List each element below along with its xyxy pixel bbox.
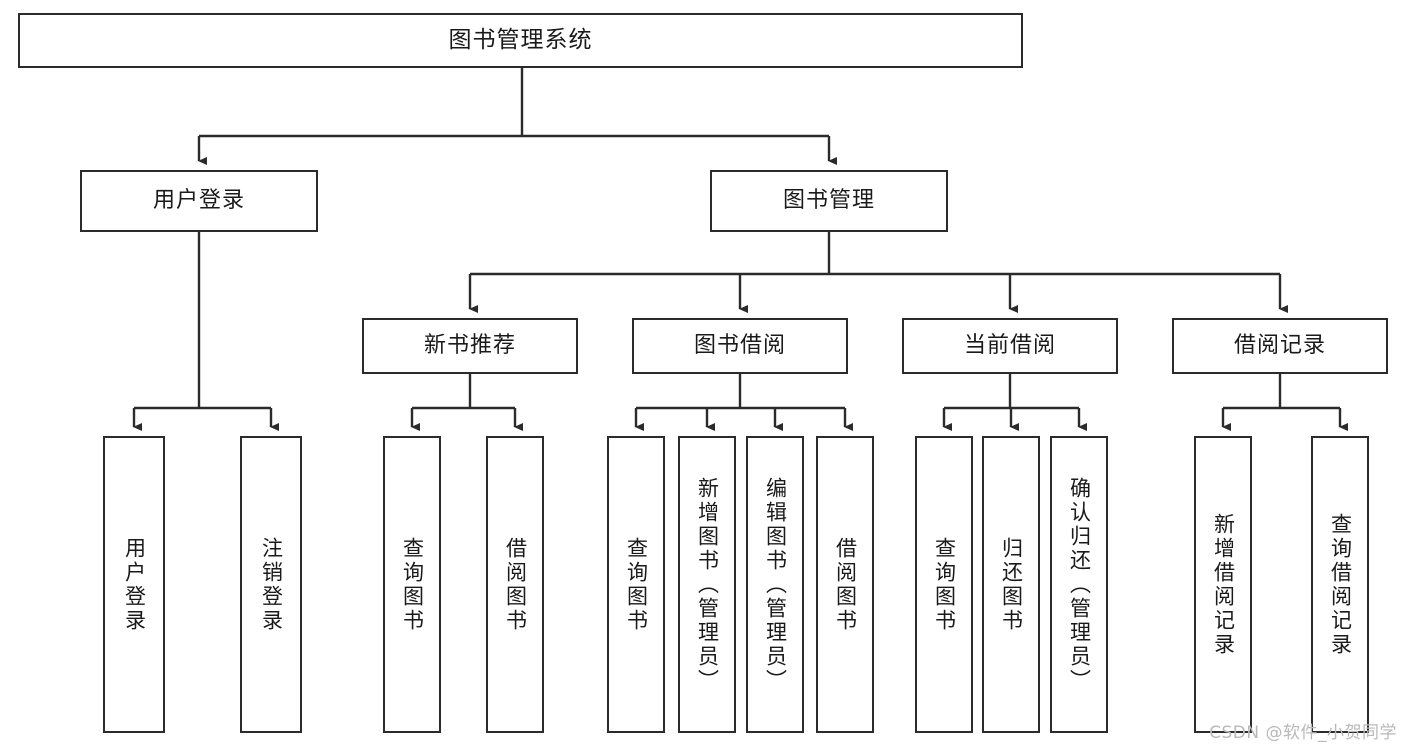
- node-book-management[interactable]: 图书管理: [710, 170, 948, 232]
- node-leaf-user-logout-label: 注销登录: [259, 536, 284, 633]
- node-leaf-edit-book-label: 编辑图书（管理员）: [763, 476, 788, 693]
- node-new-book-recommend-label: 新书推荐: [423, 332, 516, 358]
- node-leaf-borrow-book-1-label: 借阅图书: [503, 536, 528, 633]
- node-leaf-query-record[interactable]: 查询借阅记录: [1311, 436, 1369, 733]
- node-book-management-label: 图书管理: [782, 187, 875, 213]
- node-root-label: 图书管理系统: [448, 26, 593, 53]
- node-leaf-return-book-label: 归还图书: [999, 536, 1024, 633]
- node-leaf-edit-book[interactable]: 编辑图书（管理员）: [746, 436, 804, 733]
- node-leaf-query-record-label: 查询借阅记录: [1328, 512, 1353, 657]
- node-root[interactable]: 图书管理系统: [18, 13, 1023, 68]
- node-book-borrow-label: 图书借阅: [693, 332, 786, 358]
- node-current-borrow[interactable]: 当前借阅: [902, 318, 1118, 374]
- node-leaf-add-record-label: 新增借阅记录: [1211, 512, 1236, 657]
- node-leaf-query-book-3-label: 查询图书: [932, 536, 957, 633]
- node-borrow-record-label: 借阅记录: [1233, 332, 1326, 358]
- node-leaf-query-book-1[interactable]: 查询图书: [383, 436, 441, 733]
- node-leaf-query-book-2[interactable]: 查询图书: [607, 436, 665, 733]
- node-user-login[interactable]: 用户登录: [80, 170, 318, 232]
- node-leaf-return-book[interactable]: 归还图书: [982, 436, 1040, 733]
- node-borrow-record[interactable]: 借阅记录: [1172, 318, 1388, 374]
- node-leaf-query-book-1-label: 查询图书: [400, 536, 425, 633]
- node-new-book-recommend[interactable]: 新书推荐: [362, 318, 578, 374]
- node-leaf-add-book-label: 新增图书（管理员）: [695, 476, 720, 693]
- node-leaf-borrow-book-2-label: 借阅图书: [833, 536, 858, 633]
- node-book-borrow[interactable]: 图书借阅: [632, 318, 848, 374]
- node-leaf-query-book-3[interactable]: 查询图书: [915, 436, 973, 733]
- node-current-borrow-label: 当前借阅: [963, 332, 1056, 358]
- csdn-watermark: CSDN @软件_小贺同学: [1209, 723, 1397, 743]
- node-leaf-user-login-label: 用户登录: [122, 536, 147, 633]
- node-leaf-user-login[interactable]: 用户登录: [103, 436, 165, 733]
- node-user-login-label: 用户登录: [152, 187, 245, 213]
- node-leaf-borrow-book-1[interactable]: 借阅图书: [486, 436, 544, 733]
- node-leaf-user-logout[interactable]: 注销登录: [240, 436, 302, 733]
- node-leaf-borrow-book-2[interactable]: 借阅图书: [816, 436, 874, 733]
- node-leaf-confirm-return-label: 确认归还（管理员）: [1067, 476, 1092, 693]
- node-leaf-confirm-return[interactable]: 确认归还（管理员）: [1050, 436, 1108, 733]
- node-leaf-add-record[interactable]: 新增借阅记录: [1194, 436, 1252, 733]
- node-leaf-query-book-2-label: 查询图书: [624, 536, 649, 633]
- node-leaf-add-book[interactable]: 新增图书（管理员）: [678, 436, 736, 733]
